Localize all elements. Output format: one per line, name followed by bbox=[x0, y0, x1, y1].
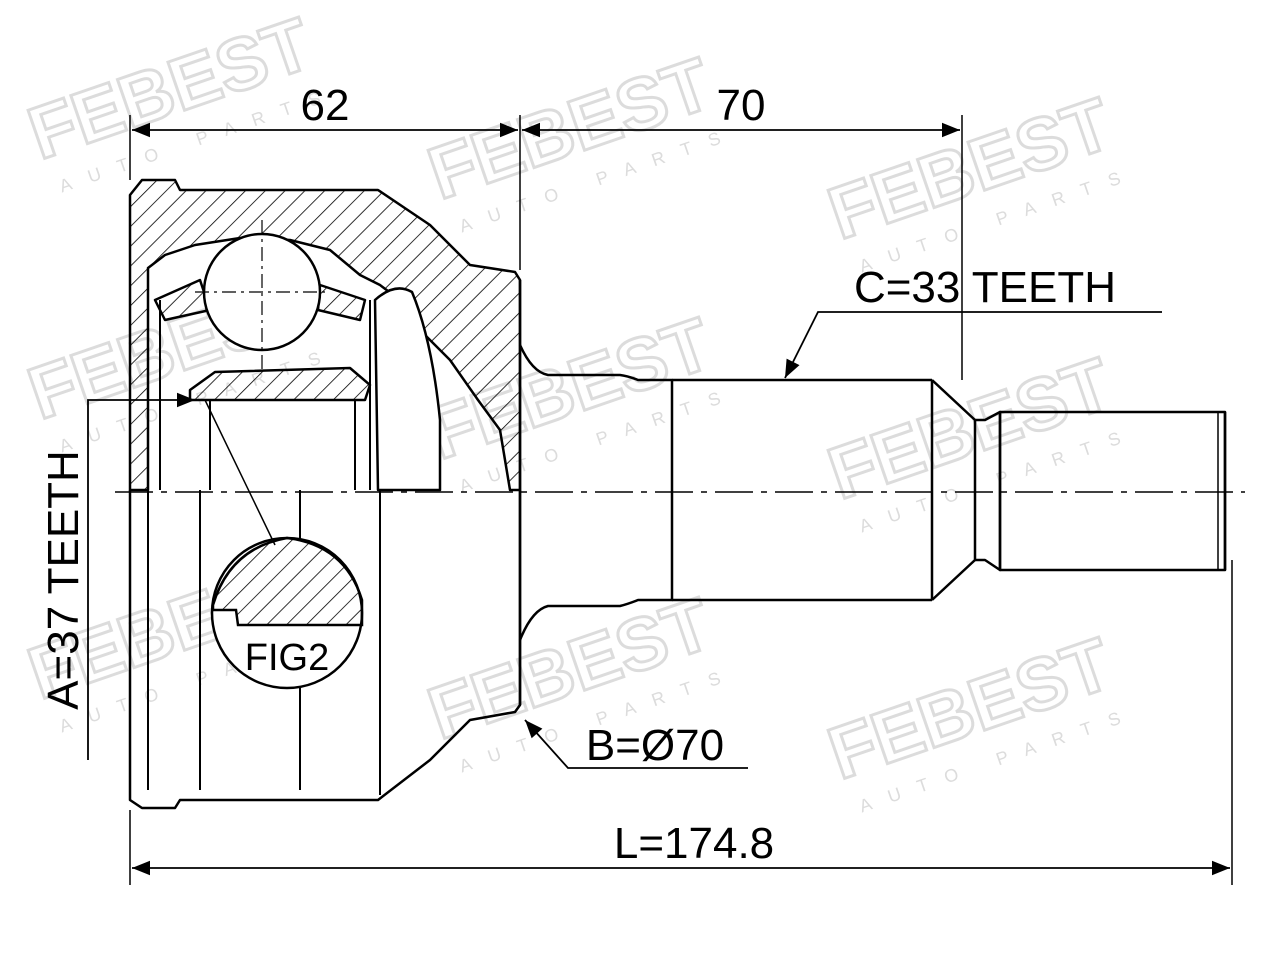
dimension-length: L=174.8 bbox=[132, 819, 1230, 876]
housing-outline-lower bbox=[128, 490, 522, 810]
length-l-label: L=174.8 bbox=[614, 819, 774, 868]
diameter-b-label: B=Ø70 bbox=[586, 721, 724, 770]
fig2-detail: FIG2 bbox=[204, 399, 364, 690]
leader-b-diameter: B=Ø70 bbox=[524, 719, 748, 770]
dimension-62: 62 bbox=[132, 81, 518, 138]
extension-lines bbox=[129, 115, 1233, 885]
cv-joint-stem bbox=[518, 344, 1227, 641]
dimension-70: 70 bbox=[522, 81, 960, 138]
spline-c-label: C=33 TEETH bbox=[854, 263, 1116, 312]
dimension-62-label: 62 bbox=[301, 81, 350, 130]
fig2-label: FIG2 bbox=[245, 637, 329, 679]
spline-a-label: A=37 TEETH bbox=[39, 450, 88, 710]
housing-section-hatched bbox=[128, 178, 522, 492]
watermark-layer: FEBEST AUTO PARTS FEBEST AUTO PARTS FEBE… bbox=[17, 0, 1141, 816]
leader-a-teeth: A=37 TEETH bbox=[39, 392, 195, 760]
dimension-70-label: 70 bbox=[717, 81, 766, 130]
leader-c-teeth: C=33 TEETH bbox=[784, 263, 1162, 379]
